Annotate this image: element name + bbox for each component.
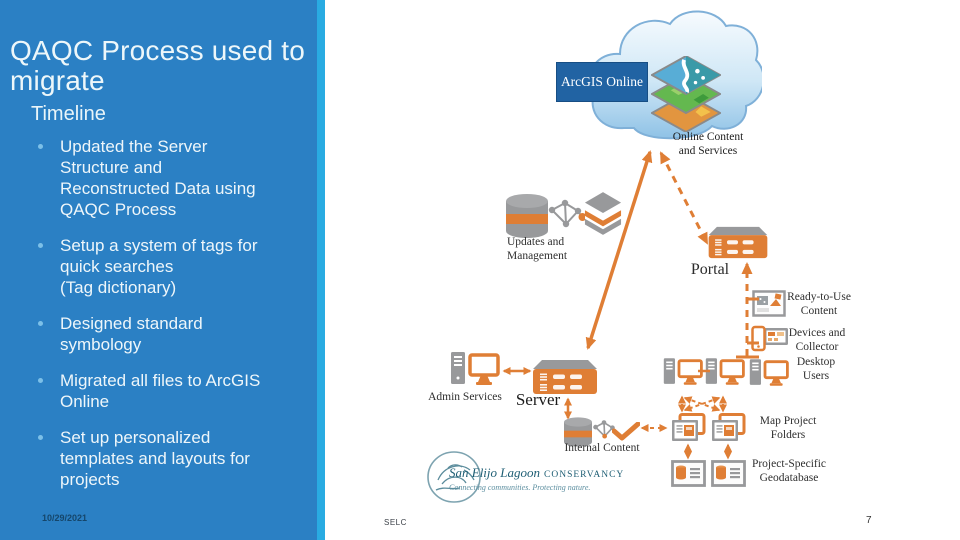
label-internal-content: Internal Content: [564, 442, 640, 454]
selc-logo-tagline: Connecting communities. Protecting natur…: [449, 483, 591, 492]
slide-subtitle: Timeline: [31, 103, 106, 125]
desktop-computer-icon: [663, 358, 703, 385]
layer-stack-icon: [584, 192, 622, 235]
bullet-text: Set up personalized templates and layout…: [60, 428, 250, 489]
footer-org: SELC: [384, 518, 407, 527]
check-swoosh-icon: [612, 422, 640, 441]
slide-date: 10/29/2021: [42, 513, 88, 523]
label-devices-and-collector: Devices and Collector: [788, 327, 846, 353]
timeline-bullet: Setup a system of tags for quick searche…: [36, 235, 308, 298]
timeline-bullet: Migrated all files to ArcGIS Online: [36, 370, 308, 412]
timeline-bullet: Updated the Server Structure and Reconst…: [36, 136, 308, 220]
selc-logo-suffix: CONSERVANCY: [544, 470, 625, 480]
database-cylinder-icon: [506, 194, 548, 238]
portal-server-icon: [708, 226, 768, 259]
left-panel: [0, 0, 317, 540]
timeline-bullet-list: Updated the Server Structure and Reconst…: [36, 136, 308, 505]
network-nodes-icon: [593, 420, 615, 439]
label-ready-to-use-content: Ready-to-Use Content: [787, 291, 851, 317]
bullet-text: Setup a system of tags for quick searche…: [60, 236, 258, 297]
bullet-dot-icon: [38, 243, 43, 248]
desktop-computer-icon: [749, 359, 789, 386]
selc-logo-text: San Elijo Lagoon CONSERVANCY Connecting …: [449, 464, 629, 492]
network-nodes-icon: [548, 199, 585, 228]
bullet-text: Migrated all files to ArcGIS Online: [60, 371, 261, 411]
server-box-icon: [533, 360, 597, 394]
bullet-dot-icon: [38, 144, 43, 149]
bullet-dot-icon: [38, 378, 43, 383]
selc-logo-name: San Elijo Lagoon: [449, 465, 541, 480]
folder-window-icon: [672, 413, 706, 441]
timeline-bullet: Designed standard symbology: [36, 313, 308, 355]
accent-strip: [317, 0, 325, 540]
label-updates-management: Updates and Management: [507, 236, 568, 262]
geodatabase-box-icon: [711, 460, 746, 487]
arcgis-online-badge: ArcGIS Online: [556, 62, 648, 102]
label-admin-services: Admin Services: [428, 391, 502, 403]
label-server: Server: [515, 390, 561, 409]
label-online-content: Online Content and Services: [672, 131, 744, 157]
database-cylinder-icon: [564, 417, 592, 447]
page-number: 7: [866, 515, 872, 526]
slide-title: QAQC Process used to migrate: [10, 35, 306, 96]
phone-tablet-icon: [751, 325, 788, 352]
bullet-dot-icon: [38, 435, 43, 440]
map-layers-icon: [651, 56, 721, 132]
label-map-project-folders: Map Project Folders: [759, 415, 817, 441]
bullet-text: Updated the Server Structure and Reconst…: [60, 137, 256, 219]
admin-computer-icon: [451, 352, 500, 385]
timeline-bullet: Set up personalized templates and layout…: [36, 427, 308, 490]
bullet-dot-icon: [38, 321, 43, 326]
bullet-text: Designed standard symbology: [60, 314, 203, 354]
label-project-specific-geodatabase: Project-Specific Geodatabase: [751, 458, 827, 484]
label-portal: Portal: [690, 261, 730, 278]
selc-logo-icon: [427, 451, 481, 503]
label-desktop-users: Desktop Users: [796, 356, 836, 382]
geodatabase-box-icon: [671, 460, 706, 487]
desktop-computer-icon: [705, 358, 745, 385]
map-content-icon: [752, 290, 786, 317]
folder-window-icon: [712, 413, 746, 441]
